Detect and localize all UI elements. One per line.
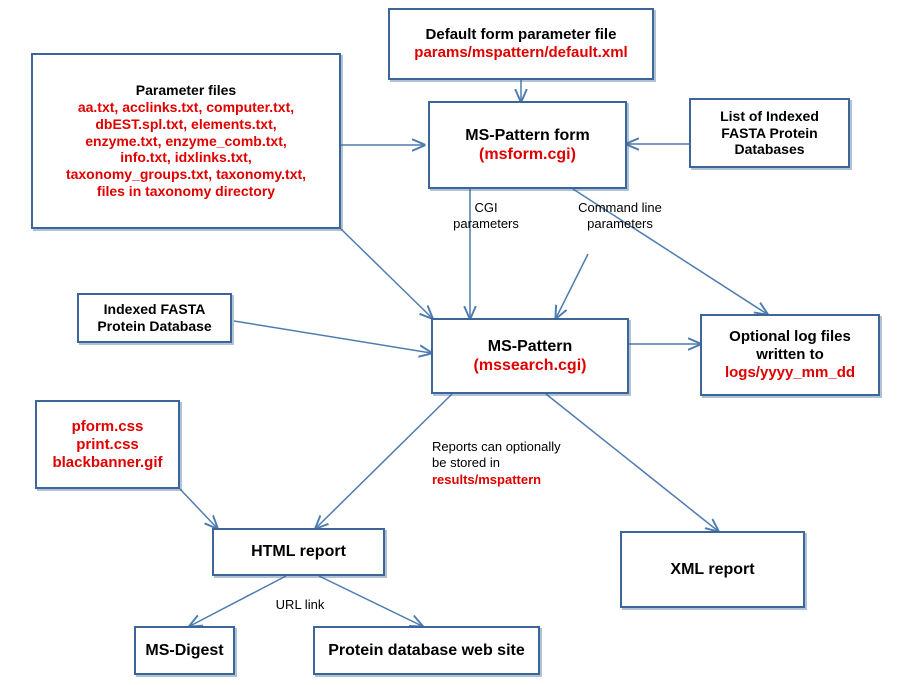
node-line: MS-Digest bbox=[145, 641, 224, 659]
node-line: print.css bbox=[76, 435, 139, 453]
node-line: files in taxonomy directory bbox=[96, 182, 276, 199]
node-line: logs/yyyy_mm_dd bbox=[724, 364, 856, 381]
node-line: Databases bbox=[734, 141, 805, 158]
node-line: written to bbox=[756, 346, 824, 363]
edge-label-line: URL link bbox=[275, 597, 325, 612]
node-line: List of Indexed bbox=[720, 107, 819, 124]
edge-label-line: parameters bbox=[587, 216, 653, 232]
node-default-form-parameter-file[interactable]: Default form parameter file params/mspat… bbox=[388, 8, 654, 80]
node-line: info.txt, idxlinks.txt, bbox=[120, 149, 252, 166]
node-line: params/mspattern/default.xml bbox=[414, 44, 628, 61]
node-line: (msform.cgi) bbox=[479, 146, 576, 163]
node-line: dbEST.spl.txt, elements.txt, bbox=[95, 115, 277, 132]
edge-label-line: Reports can optionally bbox=[432, 439, 561, 454]
node-html-report[interactable]: HTML report bbox=[212, 528, 385, 576]
edge-label-cgi-parameters: CGI parameters bbox=[443, 200, 529, 233]
edge-indexed-fasta-to-search bbox=[233, 320, 431, 353]
node-list-of-indexed-fasta-databases[interactable]: List of Indexed FASTA Protein Databases bbox=[689, 98, 850, 168]
edge-label-url-link: URL link bbox=[265, 597, 335, 613]
edge-parameter-files-to-search bbox=[340, 228, 432, 318]
edge-commandline-to-search bbox=[556, 253, 589, 318]
edge-label-line: be stored in bbox=[432, 455, 500, 471]
node-line: Protein Database bbox=[97, 318, 212, 334]
node-xml-report[interactable]: XML report bbox=[620, 531, 805, 608]
node-line: HTML report bbox=[251, 543, 346, 561]
node-line: FASTA Protein bbox=[721, 124, 818, 141]
node-parameter-files[interactable]: Parameter files aa.txt, acclinks.txt, co… bbox=[31, 53, 341, 229]
node-mspattern-form[interactable]: MS-Pattern form (msform.cgi) bbox=[428, 101, 627, 189]
node-line: Protein database web site bbox=[328, 641, 525, 659]
edge-label-line: CGI bbox=[474, 200, 498, 215]
node-indexed-fasta-protein-database[interactable]: Indexed FASTA Protein Database bbox=[77, 293, 232, 343]
node-line: aa.txt, acclinks.txt, computer.txt, bbox=[77, 99, 295, 115]
edge-label-reports-stored: Reports can optionally be stored in resu… bbox=[432, 439, 612, 488]
node-line: enzyme.txt, enzyme_comb.txt, bbox=[85, 132, 287, 149]
node-line: Default form parameter file bbox=[425, 26, 617, 43]
node-line: Indexed FASTA bbox=[103, 301, 206, 318]
edge-label-line: parameters bbox=[453, 216, 519, 232]
edge-label-command-line-parameters: Command line parameters bbox=[570, 200, 670, 233]
node-mspattern-search[interactable]: MS-Pattern (mssearch.cgi) bbox=[431, 318, 629, 394]
node-line: Parameter files bbox=[135, 82, 237, 99]
node-optional-log-files[interactable]: Optional log files written to logs/yyyy_… bbox=[700, 314, 880, 396]
node-line: XML report bbox=[670, 560, 755, 578]
node-line: Optional log files bbox=[729, 328, 851, 345]
node-line: pform.css bbox=[71, 417, 144, 435]
node-line: MS-Pattern form bbox=[465, 126, 590, 144]
edge-label-line: Command line bbox=[578, 200, 662, 215]
node-protein-database-web-site[interactable]: Protein database web site bbox=[313, 626, 540, 675]
edge-style-assets-to-html-report bbox=[179, 488, 217, 528]
node-line: MS-Pattern bbox=[487, 337, 573, 355]
node-ms-digest[interactable]: MS-Digest bbox=[134, 626, 235, 675]
edge-label-line: results/mspattern bbox=[432, 471, 542, 487]
node-line: blackbanner.gif bbox=[52, 453, 163, 471]
node-line: taxonomy_groups.txt, taxonomy.txt, bbox=[65, 166, 307, 183]
node-style-assets[interactable]: pform.css print.css blackbanner.gif bbox=[35, 400, 180, 489]
node-line: (mssearch.cgi) bbox=[473, 357, 587, 374]
